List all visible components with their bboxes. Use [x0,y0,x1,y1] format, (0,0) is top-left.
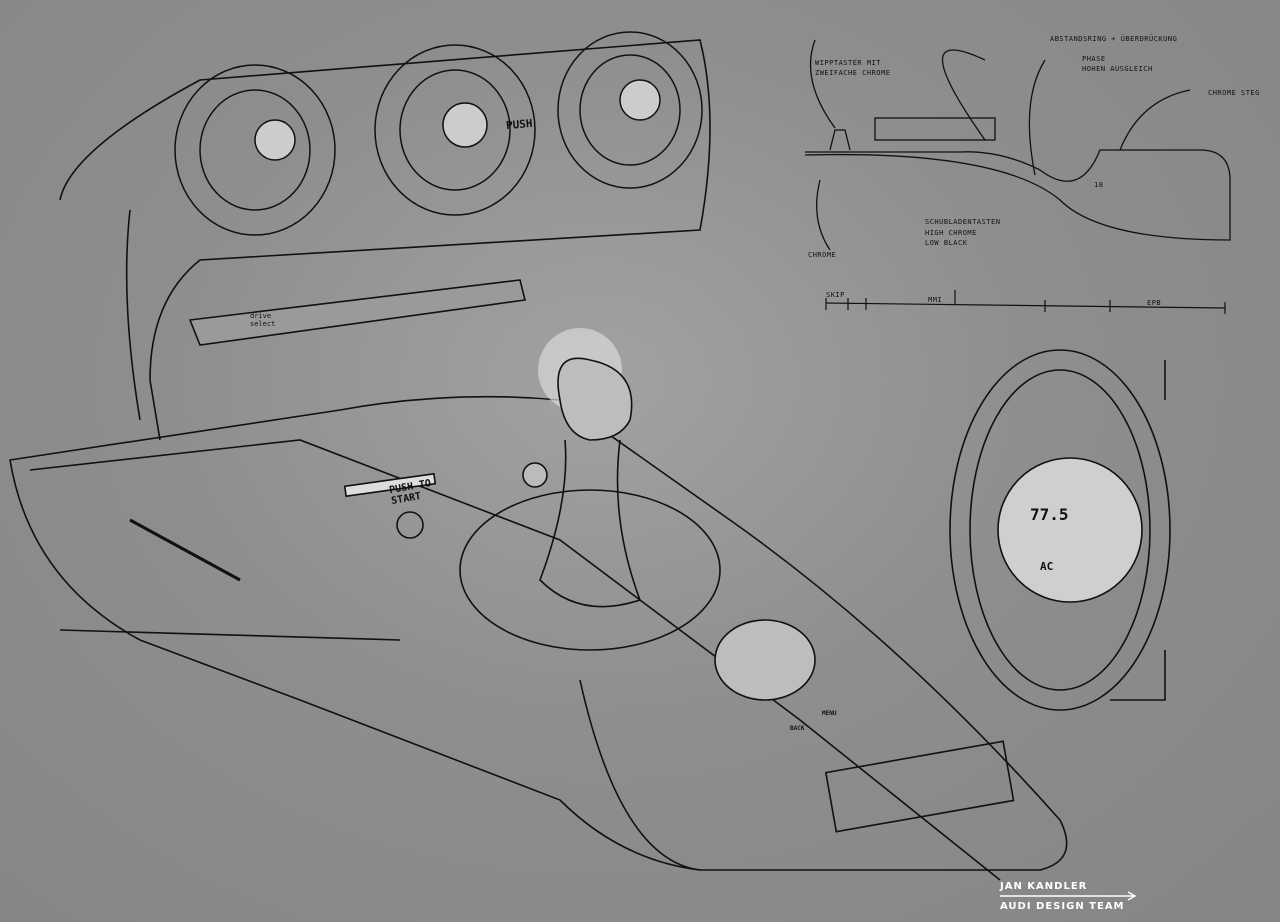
dashboard-outline [59,39,711,441]
vent-right [557,31,703,189]
annotation-chrome: Chrome [808,251,837,259]
drive-select-label: drive select [250,312,276,328]
vent-center [374,44,536,216]
annotation-abstand: Abstandsring + Überdrückung [1050,35,1178,43]
annotation-high-chrome: High Chrome [925,229,977,237]
scale-epb: EPB [1147,299,1162,307]
mmi-knob [714,619,816,701]
scale-mmi: MMI [928,296,943,304]
push-label: PUSH [505,116,534,133]
annotation-phase: Phase [1082,55,1106,63]
signature-underline [1000,891,1137,901]
back-label: BACK [790,725,805,732]
vent-detail [949,349,1171,711]
vent-left [174,64,336,236]
signature-team: Audi Design Team [1000,901,1125,912]
gear-knob [557,357,633,441]
section-drawing [804,39,1231,251]
gear-boot [539,439,642,608]
ac-label: AC [1040,560,1054,573]
menu-label: MENU [822,710,837,717]
annotation-schubladen: Schubladentasten [925,218,1001,226]
annotation-chrome-steg: Chrome Steg [1208,89,1260,97]
scale-line [825,302,1226,309]
button-strip [188,279,526,346]
console-body [9,395,1068,871]
ac-temp-label: 77.5 [1030,505,1069,524]
annotation-hohen: Hohen Ausgleich [1082,65,1153,73]
annotation-low-black: Low Black [925,239,968,247]
scale-skip: Skip [826,291,845,299]
signature-name: Jan Kandler [1000,881,1088,892]
dimension-18: 18 [1094,181,1104,189]
annotation-tasten: Wipptaster mit zweifache Chrome [815,59,891,77]
